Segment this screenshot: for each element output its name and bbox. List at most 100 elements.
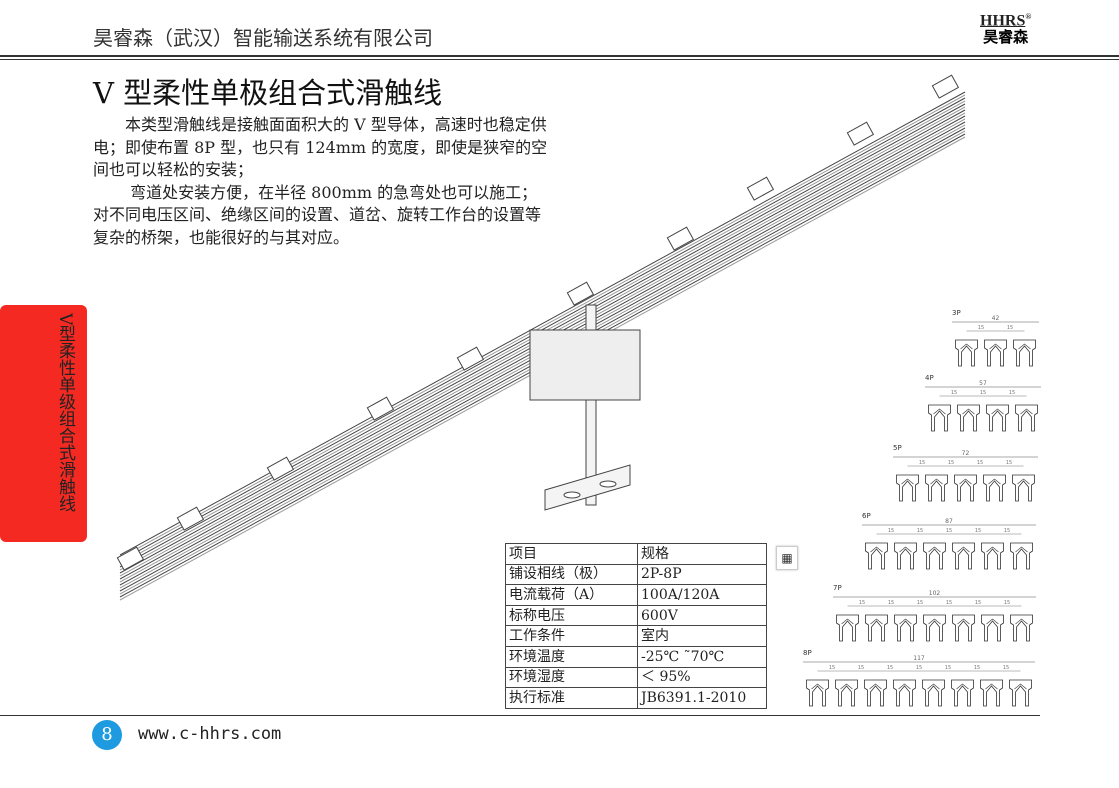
connector-profile xyxy=(893,679,916,707)
pitch-label: 15 xyxy=(978,325,984,331)
pitch-label: 15 xyxy=(977,460,983,466)
v-contact xyxy=(989,343,1002,350)
v-contact xyxy=(988,478,1001,485)
connector-profile xyxy=(957,404,980,432)
hanger-clip xyxy=(846,121,875,146)
connector-profile xyxy=(865,542,888,570)
table-row: 环境温度-25℃ ˜70℃ xyxy=(505,645,767,668)
connector-profile xyxy=(981,614,1004,642)
pitch-label: 15 xyxy=(887,665,893,671)
paragraph: 本类型滑触线是接触面面积大的 V 型导体，高速时也稳定供电；即使布置 8P 型，… xyxy=(93,115,548,179)
connector-config-5P: 5P 72 15 15 15 15 xyxy=(893,444,1038,502)
v-contact xyxy=(898,683,911,690)
connector-profile xyxy=(928,404,951,432)
v-contact xyxy=(1015,618,1028,625)
v-contact xyxy=(930,478,943,485)
v-contact xyxy=(933,408,946,415)
dimension-total: 87 xyxy=(945,518,953,525)
cell: 电流载荷（A） xyxy=(505,584,638,606)
dimension-total: 42 xyxy=(992,315,1000,322)
pitch-label: 15 xyxy=(1006,460,1012,466)
pitch-label: 15 xyxy=(945,665,951,671)
bolt-hole xyxy=(599,480,617,488)
connector-profile xyxy=(923,614,946,642)
hanger-clamp xyxy=(529,329,641,401)
side-tab-label: V型柔性单级组合式滑触线 xyxy=(55,313,75,513)
dimension-total: 117 xyxy=(913,655,925,662)
v-contact xyxy=(957,546,970,553)
hanger-clip xyxy=(456,346,485,371)
connector-profile xyxy=(894,614,917,642)
cell: JB6391.1-2010 xyxy=(637,687,767,709)
qr-icon[interactable]: ▦ xyxy=(776,546,798,570)
v-contact xyxy=(1020,408,1033,415)
pitch-label: 15 xyxy=(1009,390,1015,396)
support-post xyxy=(585,304,597,506)
connector-profile xyxy=(806,679,829,707)
pitch-label: 15 xyxy=(948,460,954,466)
hanger-clip xyxy=(176,506,205,531)
v-contact xyxy=(1018,343,1031,350)
hanger-clip xyxy=(116,546,145,571)
config-label: 5P xyxy=(893,444,902,452)
logo-en: HHRS xyxy=(980,12,1026,30)
dimension-total: 57 xyxy=(979,380,987,387)
v-contact xyxy=(1014,683,1027,690)
v-contact xyxy=(960,343,973,350)
pitch-label: 15 xyxy=(917,528,923,534)
pitch-label: 15 xyxy=(858,665,864,671)
logo-cn: 昊睿森 xyxy=(983,30,1029,47)
hanger-clip xyxy=(931,74,960,99)
connector-profile xyxy=(864,679,887,707)
config-label: 7P xyxy=(833,584,842,592)
pitch-label: 15 xyxy=(919,460,925,466)
v-contact xyxy=(841,618,854,625)
dimension-total: 72 xyxy=(962,450,970,457)
pitch-label: 15 xyxy=(975,528,981,534)
paragraph: 弯道处安装方便，在半径 800mm 的急弯处也可以施工；对不同电压区间、绝缘区间… xyxy=(93,182,542,247)
table-row: 铺设相线（极）2P-8P xyxy=(505,563,767,586)
connector-profile xyxy=(984,339,1007,367)
connector-profile xyxy=(986,404,1009,432)
connector-profile xyxy=(894,542,917,570)
cell: 标称电压 xyxy=(505,604,638,627)
pitch-label: 15 xyxy=(916,665,922,671)
connector-profile xyxy=(1015,404,1038,432)
pitch-label: 15 xyxy=(1007,325,1013,331)
page-number: 8 xyxy=(92,720,122,750)
page-title: V 型柔性单极组合式滑触线 xyxy=(93,76,443,110)
bolt-hole xyxy=(563,491,581,499)
connector-profile xyxy=(1013,339,1036,367)
header-rule-thin xyxy=(0,59,1119,60)
base-plate xyxy=(544,464,631,511)
pitch-label: 15 xyxy=(1004,600,1010,606)
hanger-clip xyxy=(566,281,595,306)
v-contact xyxy=(870,618,883,625)
connector-profile xyxy=(981,542,1004,570)
hanger-clip xyxy=(266,456,295,481)
v-contact xyxy=(899,546,912,553)
table-row: 电流载荷（A）100A/120A xyxy=(505,584,767,606)
config-label: 6P xyxy=(862,512,871,520)
cell: 铺设相线（极） xyxy=(505,563,638,586)
company-header: 昊睿森（武汉）智能输送系统有限公司 xyxy=(93,26,433,50)
v-contact xyxy=(986,546,999,553)
website-url[interactable]: www.c-hhrs.com xyxy=(138,724,282,744)
pitch-label: 15 xyxy=(1004,528,1010,534)
connector-profile xyxy=(836,614,859,642)
connector-profile xyxy=(983,474,1006,502)
logo: HHRS® 昊睿森 xyxy=(980,12,1031,46)
connector-profile xyxy=(952,542,975,570)
connector-profile xyxy=(865,614,888,642)
header-rule xyxy=(0,55,1119,57)
pitch-label: 15 xyxy=(951,390,957,396)
connector-profile xyxy=(1010,542,1033,570)
header-cell: 项目 xyxy=(505,543,638,565)
v-contact xyxy=(1017,478,1030,485)
